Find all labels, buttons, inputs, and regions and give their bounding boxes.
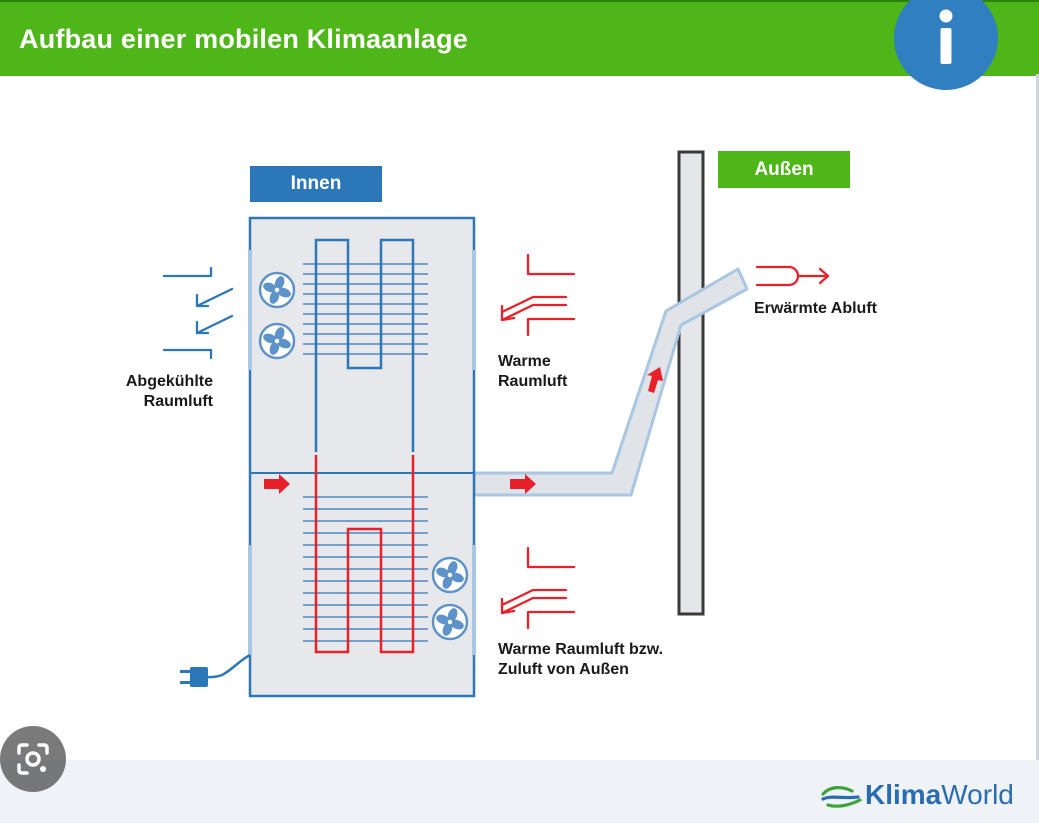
fan-icon [431,603,469,641]
fan-icon [431,556,469,594]
exhaust-arrow-icon [755,265,830,287]
brand-name-regular: World [941,779,1014,810]
label-warm-or-supply: Warme Raumluft bzw. Zuluft von Außen [498,641,664,678]
label-outside: Außen [718,151,850,188]
evaporator-fins [303,263,428,355]
google-lens-icon [17,743,49,775]
google-lens-button[interactable] [0,726,66,792]
cooled-air-arrows-icon [162,266,234,360]
label-exhaust: Erwärmte Abluft [754,300,877,317]
airflow-arrow-icon [264,367,663,494]
fan-icon [258,271,296,309]
brand-name-bold: Klima [865,779,942,810]
info-button[interactable] [894,0,998,90]
warm-air-intake-arrows-icon [500,253,576,337]
evaporator-coil [314,238,415,452]
info-icon [939,9,953,64]
exhaust-hose [472,267,749,497]
diagram [162,150,830,698]
condenser-coil [314,455,415,654]
fan-icon [258,322,296,360]
klimaworld-logo-icon [821,786,862,808]
outer-wall [677,150,705,616]
condenser-fins [303,496,428,642]
header-bar: Aufbau einer mobilen Klimaanlage [0,0,1039,76]
frame-border [1036,74,1039,760]
label-cooled-air: Abgekühlte Raumluft [125,373,213,410]
supply-air-intake-arrows-icon [500,546,576,630]
label-inside: Innen [250,166,382,202]
power-cord [205,653,251,679]
page-title: Aufbau einer mobilen Klimaanlage [19,24,468,54]
power-plug-icon [180,667,208,687]
footer-bar [0,760,1039,823]
label-warm-air: Warme Raumluft [498,353,568,390]
